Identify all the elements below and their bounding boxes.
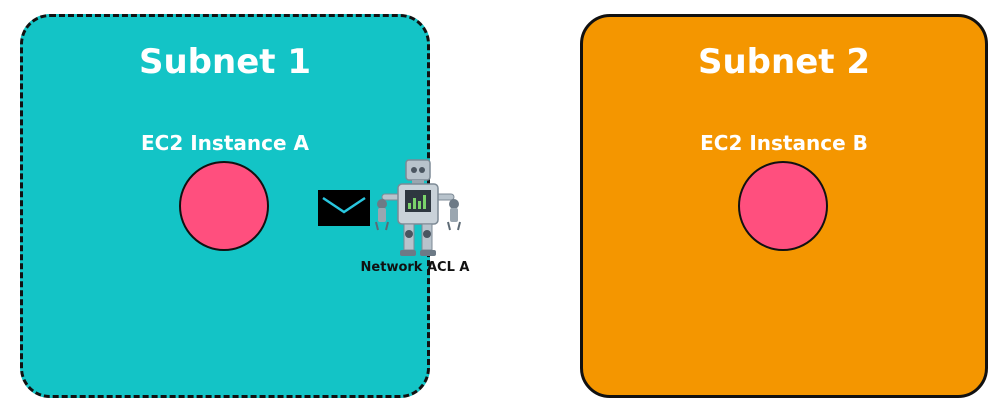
robot-icon — [375, 159, 461, 256]
envelope-icon — [318, 190, 370, 226]
ec2-instance-b-label: EC2 Instance B — [700, 131, 868, 155]
subnet-1-title: Subnet 1 — [138, 42, 312, 82]
network-acl-a-label: Network ACL A — [360, 260, 470, 275]
ec2-instance-a-node — [179, 161, 269, 251]
ec2-instance-b-node — [738, 161, 828, 251]
subnet-2-box: Subnet 2 EC2 Instance B — [580, 14, 988, 398]
subnet-2-title: Subnet 2 — [697, 42, 871, 82]
ec2-instance-a-label: EC2 Instance A — [141, 131, 309, 155]
